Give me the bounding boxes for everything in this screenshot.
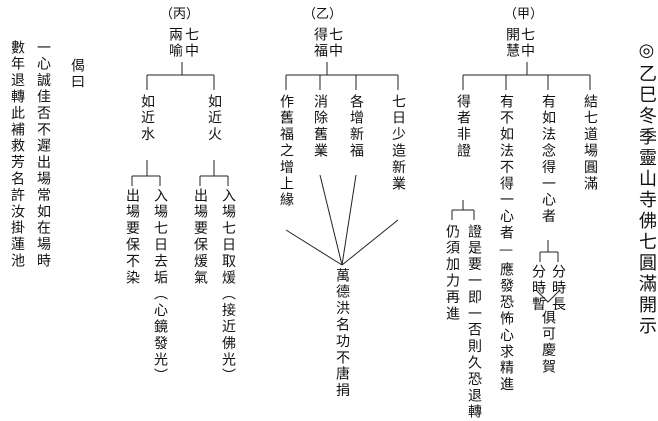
connector-line: [285, 229, 343, 266]
connector-line: [341, 174, 357, 266]
jia-branch-4: 得者非證: [455, 94, 471, 160]
document-page: ◎乙巳冬季靈山寺佛七圓滿開示 （甲） 七中 開慧 結七道場圓滿 有如法念得一心者…: [9, 7, 657, 421]
section-label-bing: （丙）: [160, 7, 200, 22]
jia-head-col2: 開慧: [504, 27, 520, 60]
connector-line: [535, 289, 561, 303]
verse-line-1: 一心誠佳否不遲出場常如在場時: [35, 40, 51, 270]
bing-head-col2: 兩喻: [167, 27, 183, 60]
jia-branch-3: 有不如法不得一心者: [498, 94, 514, 242]
jia-proof-col1: 證是要一即一否則久恐退轉: [466, 224, 482, 421]
verse-label: 偈曰: [69, 58, 85, 91]
jia-result-rejoice: 俱可慶賀: [540, 310, 556, 376]
section-label-jia: （甲）: [504, 7, 544, 22]
yi-branch-1: 七日少造新業: [390, 94, 406, 193]
yi-branch-4: 作舊福之增上緣: [278, 94, 294, 209]
jia-head-col1: 七中: [519, 27, 535, 60]
yi-merit: 萬德洪名功不唐捐: [334, 268, 350, 400]
jia-time-long: 分時長: [550, 264, 566, 314]
document-title: ◎乙巳冬季靈山寺佛七圓滿開示: [636, 40, 657, 337]
yi-branch-2: 各增新福: [348, 94, 364, 160]
yi-head-col1: 七中: [327, 27, 343, 60]
yi-head-col2: 得福: [312, 27, 328, 60]
jia-not-single-result: 應發恐怖心求精進: [498, 262, 514, 394]
bing-head-col1: 七中: [183, 27, 199, 60]
bing-fire-col1: 入場七日取煖（接近佛光）: [220, 188, 236, 385]
yi-branch-3: 消除舊業: [312, 94, 328, 160]
section-label-yi: （乙）: [303, 7, 343, 22]
bing-fire-label: 如近火: [206, 94, 222, 144]
jia-dash: —: [498, 242, 514, 261]
verse-line-2: 數年退轉此補救芳名許汝掛蓮池: [9, 40, 25, 270]
connector-line: [319, 174, 343, 266]
bing-water-label: 如近水: [139, 94, 155, 144]
jia-branch-1: 結七道場圓滿: [582, 94, 598, 193]
bing-water-col2: 出場要保不染: [124, 188, 140, 287]
bing-water-col1: 入場七日去垢（心鏡發光）: [152, 188, 168, 385]
jia-time-short: 分時暫: [530, 264, 546, 314]
jia-proof-col2: 仍須加力再進: [444, 224, 460, 323]
jia-branch-2: 有如法念得一心者: [540, 94, 556, 226]
diagram-connectors: [131, 62, 591, 303]
connector-line: [341, 219, 399, 266]
bing-fire-col2: 出場要保煖氣: [192, 188, 208, 287]
